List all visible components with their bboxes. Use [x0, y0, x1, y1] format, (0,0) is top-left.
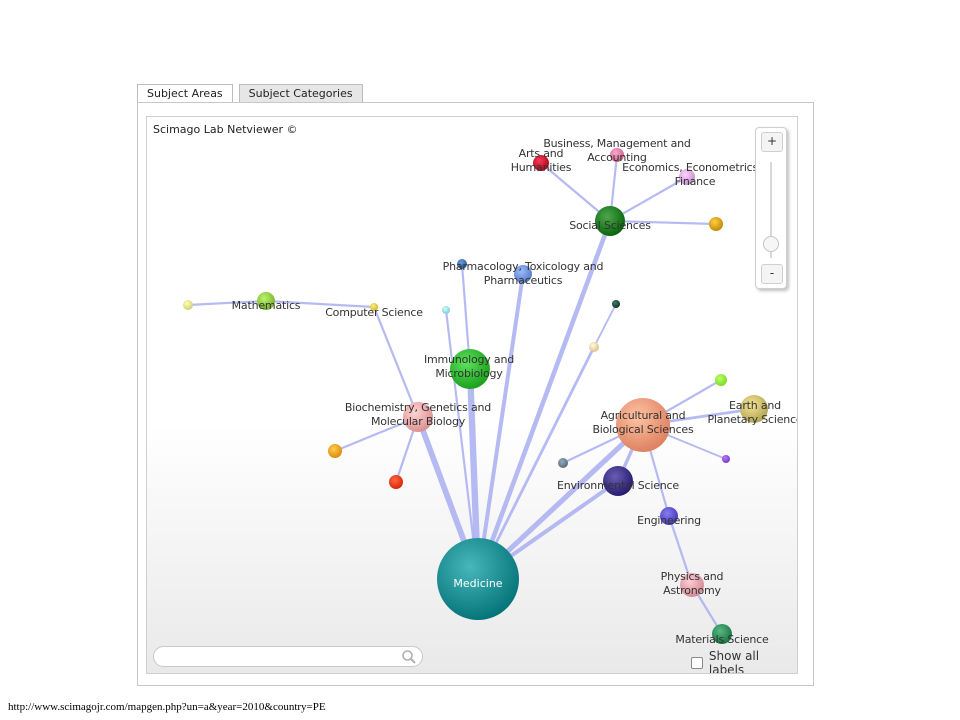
edge-medicine-social: [475, 218, 613, 582]
node-lime[interactable]: [715, 374, 727, 386]
node-economics[interactable]: [679, 169, 695, 185]
show-all-labels-checkbox[interactable]: [691, 657, 703, 669]
node-red[interactable]: [389, 475, 403, 489]
tab-subject-areas[interactable]: Subject Areas: [137, 84, 233, 103]
node-engineering[interactable]: [660, 507, 678, 525]
node-env[interactable]: [603, 466, 633, 496]
search-icon[interactable]: [401, 649, 417, 665]
node-label-materials: Materials Science: [675, 633, 769, 646]
node-social[interactable]: [595, 206, 625, 236]
show-all-labels[interactable]: Show all labels: [691, 649, 797, 674]
node-cyan[interactable]: [442, 306, 450, 314]
zoom-in-button[interactable]: +: [761, 132, 783, 152]
node-label-mathematics: Mathematics: [232, 299, 301, 312]
search-box: [153, 646, 423, 667]
node-yellow[interactable]: [183, 300, 193, 310]
edge-social-gold: [608, 219, 718, 226]
edge-social-arts: [539, 161, 612, 223]
node-label-env: Environmental Science: [557, 479, 679, 492]
network-viewer[interactable]: Scimago Lab Netviewer © Medicine Social S…: [146, 116, 798, 674]
node-darkgreen[interactable]: [612, 300, 620, 308]
node-orange[interactable]: [328, 444, 342, 458]
zoom-out-button[interactable]: -: [761, 264, 783, 284]
node-earth[interactable]: [740, 395, 768, 423]
show-all-labels-label: Show all labels: [708, 649, 760, 674]
node-mathematics[interactable]: [257, 292, 275, 310]
edge-biochem-cs: [372, 305, 420, 419]
node-cs[interactable]: [370, 303, 378, 311]
node-label-medicine: Medicine: [453, 577, 502, 590]
tab-bar: Subject Areas Subject Categories: [137, 84, 363, 103]
node-label-cs: Computer Science: [325, 306, 423, 319]
edge-cs-mathematics: [264, 299, 376, 309]
edge-medicine-peach: [476, 345, 596, 581]
tab-subject-categories[interactable]: Subject Categories: [238, 84, 363, 102]
node-gold[interactable]: [709, 217, 723, 231]
node-medicine[interactable]: [437, 538, 519, 620]
node-pharma_small[interactable]: [457, 259, 467, 269]
source-url: http://www.scimagojr.com/mapgen.php?un=a…: [8, 701, 326, 713]
edge-medicine-cyan: [444, 308, 480, 581]
zoom-slider-handle[interactable]: [763, 235, 779, 252]
node-biochem[interactable]: [403, 402, 433, 432]
node-physics[interactable]: [680, 573, 704, 597]
node-purple_small[interactable]: [722, 455, 730, 463]
node-materials[interactable]: [712, 624, 732, 644]
node-slate[interactable]: [558, 458, 568, 468]
edge-mathematics-yellow: [186, 299, 268, 307]
node-arts[interactable]: [533, 155, 549, 171]
node-label-engineering: Engineering: [637, 514, 701, 527]
edge-engineering-physics: [667, 514, 694, 587]
node-business[interactable]: [610, 148, 624, 162]
node-label-social: Social Sciences: [569, 219, 651, 232]
edge-peach-darkgreen: [593, 303, 617, 348]
viewer-title: Scimago Lab Netviewer ©: [153, 123, 298, 136]
node-agri[interactable]: [616, 398, 670, 452]
node-pharma[interactable]: [514, 265, 532, 283]
zoom-control: + -: [755, 127, 787, 289]
node-peach[interactable]: [589, 342, 599, 352]
zoom-track[interactable]: [770, 162, 772, 258]
node-immuno[interactable]: [450, 349, 490, 389]
edge-medicine-pharma: [476, 272, 525, 581]
search-input[interactable]: [162, 649, 402, 666]
